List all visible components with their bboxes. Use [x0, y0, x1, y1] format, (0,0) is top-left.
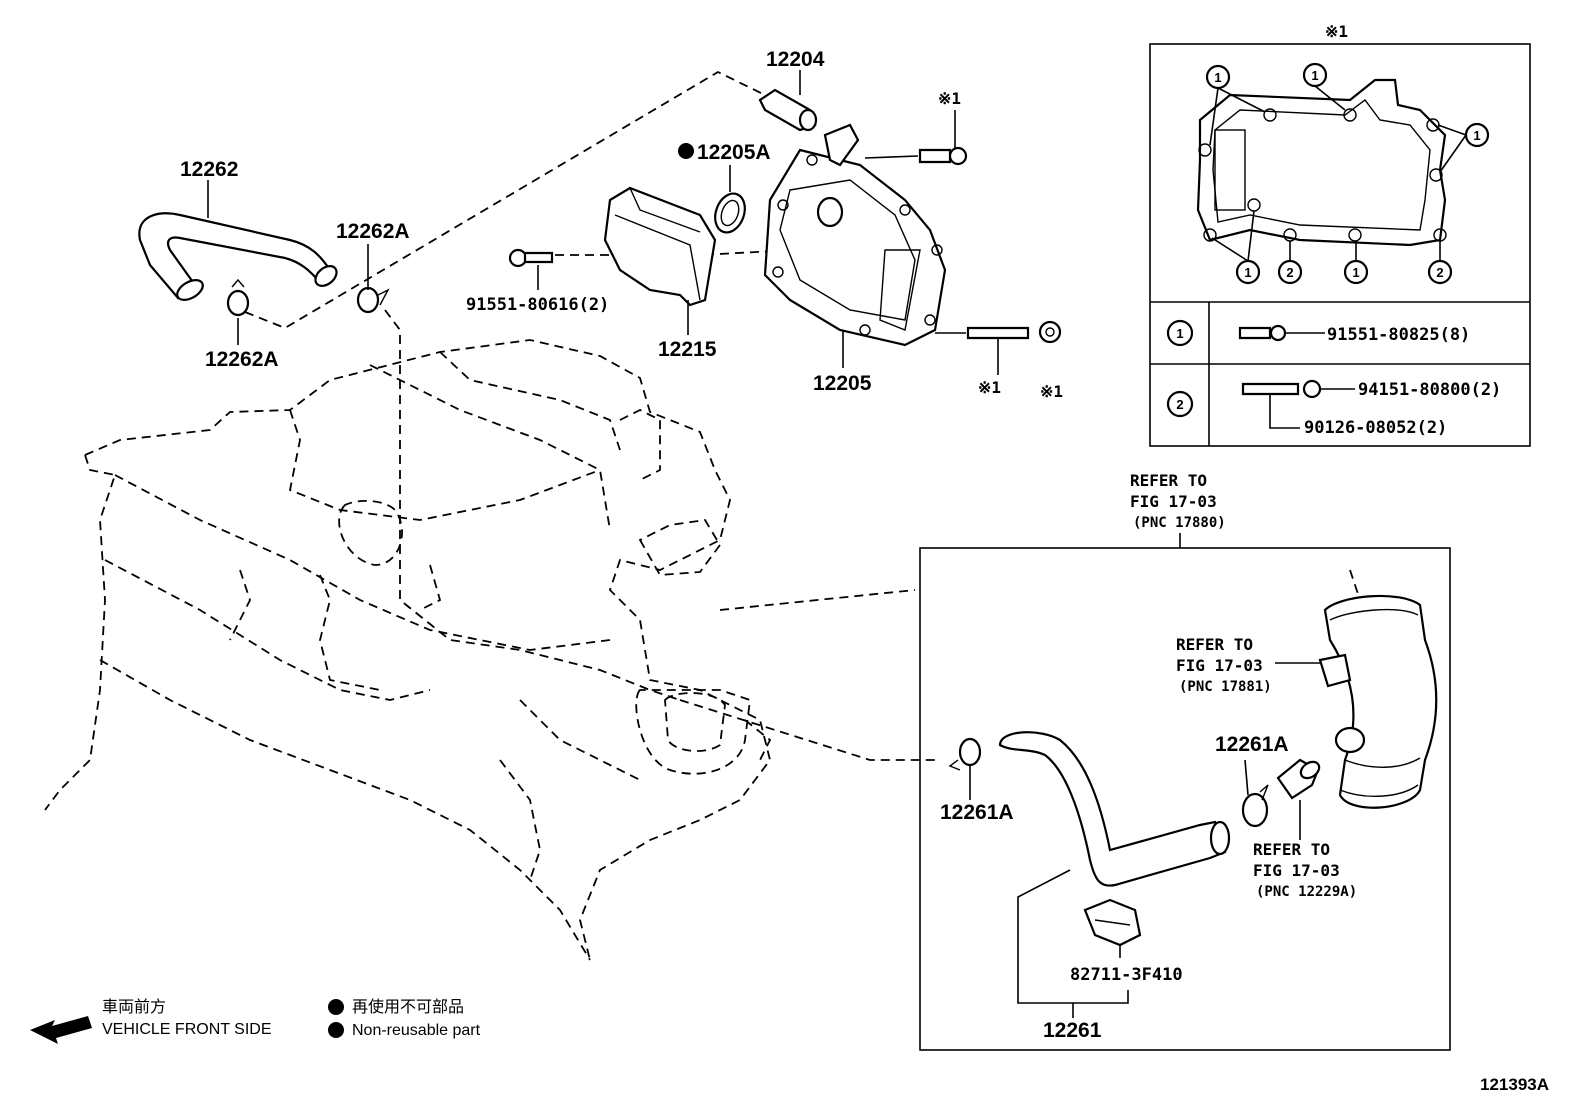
cover-12205 — [763, 123, 947, 347]
gasket-callout-1: 1 — [1214, 70, 1221, 85]
ref2-line2: FIG 17-03 — [1176, 656, 1263, 675]
detail-row1-part: 91551-80825(8) — [1327, 325, 1470, 345]
ref2-line1: REFER TO — [1176, 635, 1253, 654]
detail-row2-part-a: 94151-80800(2) — [1358, 380, 1501, 400]
ref3-line2: FIG 17-03 — [1253, 861, 1340, 880]
front-arrow-icon — [30, 1016, 92, 1044]
row-callout-2: 2 — [1176, 397, 1183, 412]
gasket-callout-1: 1 — [1473, 128, 1480, 143]
figure-id: 121393A — [1480, 1075, 1549, 1094]
gasket-callout-2: 2 — [1436, 265, 1443, 280]
stud-asterisk — [935, 326, 1030, 375]
callout-12261A-right: 12261A — [1215, 733, 1289, 756]
callout-12262A-top: 12262A — [336, 220, 410, 243]
legend-nonreuse-jp: 再使用不可部品 — [352, 998, 464, 1016]
ref1-line2: FIG 17-03 — [1130, 492, 1217, 511]
detail-row2-part-b: 90126-08052(2) — [1304, 418, 1447, 438]
callout-12204: 12204 — [766, 48, 825, 71]
sensor-12204 — [758, 88, 818, 132]
callout-12262A-bottom: 12262A — [205, 348, 279, 371]
gasket-callout-2: 2 — [1286, 265, 1293, 280]
row-callout-1: 1 — [1176, 326, 1183, 341]
ref3-line3: (PNC 12229A) — [1256, 884, 1357, 900]
callout-12261: 12261 — [1043, 1019, 1102, 1042]
engine-outline — [44, 339, 772, 961]
ref1-line1: REFER TO — [1130, 471, 1207, 490]
callout-12215: 12215 — [658, 338, 717, 361]
hose-box — [919, 533, 1451, 1051]
oring-12205A — [714, 192, 746, 234]
bolt-91551-80616 — [508, 248, 554, 268]
legend-dot-icon — [328, 999, 344, 1015]
gasket-callout-1: 1 — [1244, 265, 1251, 280]
callout-12205: 12205 — [813, 372, 872, 395]
ref3-line1: REFER TO — [1253, 840, 1330, 859]
asterisk-stud: ※1 — [978, 378, 1001, 397]
asterisk-nut: ※1 — [1040, 382, 1063, 401]
ref1-line3: (PNC 17880) — [1133, 515, 1226, 531]
non-reusable-dot — [678, 143, 694, 159]
callout-12205A: 12205A — [697, 141, 771, 164]
gasket-callout-numbers: 1 1 1 1 2 1 2 1 2 — [1176, 68, 1480, 412]
detail-box-title: ※1 — [1325, 22, 1348, 41]
legend-front-jp: 車両前方 — [102, 998, 166, 1016]
asterisk-bolt-top: ※1 — [938, 89, 961, 108]
callout-12261A-left: 12261A — [940, 801, 1014, 824]
callout-leaders — [207, 70, 844, 368]
detail-box — [1149, 43, 1531, 447]
callout-12262: 12262 — [180, 158, 238, 181]
gasket-callout-1: 1 — [1352, 265, 1359, 280]
clamp-12262A-right — [356, 286, 390, 314]
ref2-line3: (PNC 17881) — [1179, 679, 1272, 695]
legend-nonreuse-en: Non-reusable part — [352, 1022, 481, 1039]
nut-asterisk — [1038, 320, 1062, 344]
valve-12215 — [603, 186, 717, 307]
legend: 車両前方 VEHICLE FRONT SIDE 再使用不可部品 Non-reus… — [30, 998, 481, 1044]
callout-82711-3F410: 82711-3F410 — [1070, 965, 1183, 985]
callout-91551-80616: 91551-80616(2) — [466, 295, 609, 315]
gasket-callout-1: 1 — [1311, 68, 1318, 83]
legend-dot-icon — [328, 1022, 344, 1038]
hose-12262 — [138, 212, 338, 301]
clamp-12262A-left — [226, 278, 250, 317]
bolt-asterisk-top — [864, 110, 968, 166]
legend-front-en: VEHICLE FRONT SIDE — [102, 1021, 272, 1038]
